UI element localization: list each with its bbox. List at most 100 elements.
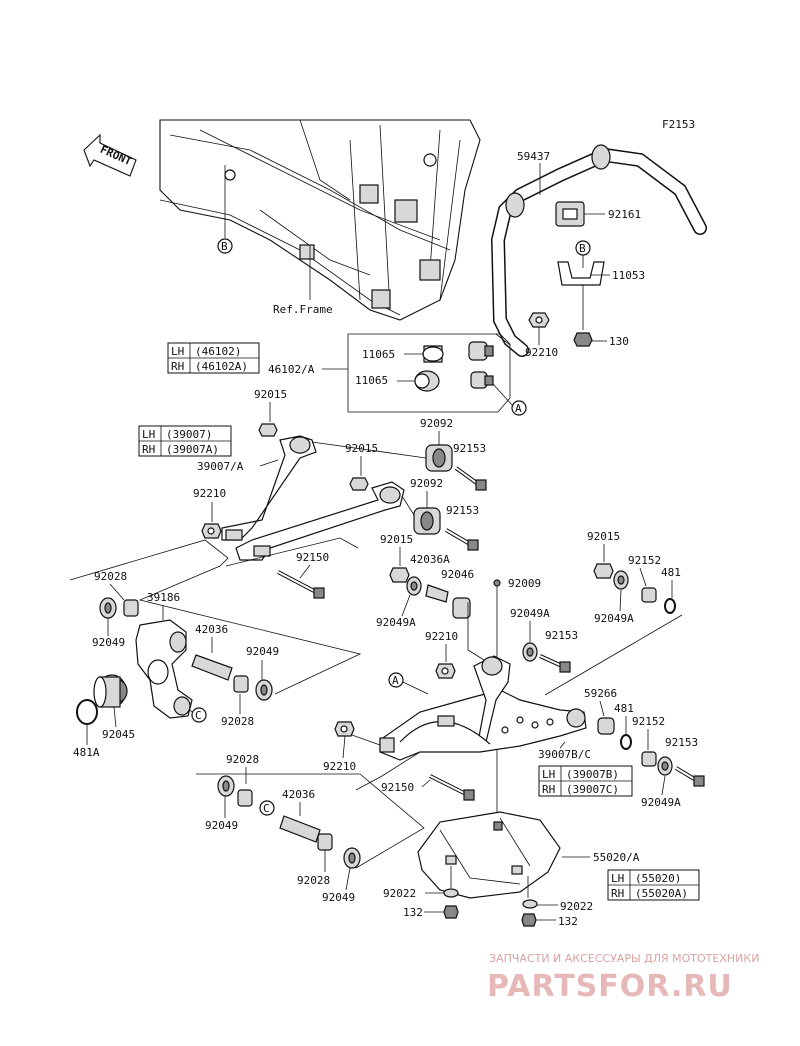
part-39186-knuckle (135, 619, 193, 719)
circle-ref-b-bracket: B (575, 240, 591, 256)
part-92210-nut-bot (334, 721, 355, 737)
part-130-bolt (573, 332, 593, 347)
upper-a-arm (221, 435, 405, 561)
svg-text:LH: LH (171, 345, 184, 358)
part-92153-a: 92153 (453, 442, 486, 455)
circle-ref-c-lower: C (259, 800, 275, 816)
part-92049-d: 92049 (322, 891, 355, 904)
part-481-circlip-b (620, 734, 632, 750)
part-92049A-washer-b (613, 570, 629, 590)
svg-text:LH: LH (142, 428, 155, 441)
part-92015-a: 92015 (254, 388, 287, 401)
part-92009: 92009 (508, 577, 541, 590)
part-92049-a: 92049 (92, 636, 125, 649)
watermark-tagline: ЗАПЧАСТИ И АКСЕССУАРЫ ДЛЯ МОТОТЕХНИКИ (489, 952, 759, 965)
svg-text:RH: RH (542, 783, 555, 796)
svg-text:(39007): (39007) (166, 428, 212, 441)
part-130: 130 (609, 335, 629, 348)
side-table-39007BC: LH (39007B) RH (39007C) (538, 765, 633, 797)
part-92028-d: 92028 (297, 874, 330, 887)
part-92009-screw (493, 579, 501, 587)
part-92150-bolt-a (277, 570, 325, 599)
part-92153-c: 92153 (545, 629, 578, 642)
part-92150-bolt-b (429, 774, 475, 801)
skid-plate (417, 811, 561, 899)
svg-text:(39007C): (39007C) (566, 783, 619, 796)
part-92046: 92046 (441, 568, 474, 581)
vehicle-frame (159, 119, 481, 321)
part-132-bolt-a (443, 905, 459, 919)
part-92152-b: 92152 (632, 715, 665, 728)
svg-text:B: B (579, 242, 586, 255)
part-92049A-a: 92049A (376, 616, 416, 629)
part-11053: 11053 (612, 269, 645, 282)
part-92046-bushing (452, 597, 471, 619)
part-92092-bushing-a (425, 444, 453, 472)
part-92015-nut-a (258, 423, 278, 437)
svg-text:LH: LH (611, 872, 624, 885)
part-92022-b: 92022 (560, 900, 593, 913)
part-92153-bolt-b (444, 528, 479, 551)
svg-text:(46102A): (46102A) (195, 360, 248, 373)
part-92210-low: 92210 (425, 630, 458, 643)
part-39007BC: 39007B/C (538, 748, 591, 761)
part-92045: 92045 (102, 728, 135, 741)
part-92045-bearing (93, 674, 128, 708)
part-92015-nut-d (593, 563, 614, 579)
part-92028-b: 92028 (221, 715, 254, 728)
part-92028-collar-d (317, 833, 333, 851)
part-92152-collar-b (641, 751, 657, 767)
part-92049A-washer-d (657, 756, 673, 776)
part-481A: 481A (73, 746, 100, 759)
part-92049-washer-d (343, 847, 361, 869)
part-92152-a: 92152 (628, 554, 661, 567)
svg-text:B: B (221, 240, 228, 253)
svg-text:(55020A): (55020A) (635, 887, 688, 900)
svg-text:LH: LH (542, 768, 555, 781)
svg-text:A: A (392, 674, 399, 687)
svg-text:A: A (515, 402, 522, 415)
svg-text:RH: RH (142, 443, 155, 456)
part-42036A-pin (425, 584, 449, 603)
part-59266-bushing (597, 717, 615, 735)
part-92028-c: 92028 (226, 753, 259, 766)
part-42036A: 42036A (410, 553, 450, 566)
part-92015-nut-b (349, 477, 369, 491)
part-132-bolt-b (521, 913, 537, 927)
link-assembly-box (347, 333, 511, 413)
part-92028-collar-c (237, 789, 253, 807)
part-92150-a: 92150 (296, 551, 329, 564)
svg-text:C: C (263, 802, 270, 815)
part-92049-washer-c (217, 775, 235, 797)
svg-text:(55020): (55020) (635, 872, 681, 885)
circle-ref-a-link: A (511, 400, 527, 416)
part-92210-top: 92210 (525, 346, 558, 359)
part-39007A: 39007/A (197, 460, 244, 473)
part-92152-collar-a (641, 587, 657, 603)
stabilizer-bar (490, 144, 707, 357)
part-92210-nut-mid (201, 523, 222, 539)
side-table-39007: LH (39007) RH (39007A) (138, 425, 232, 457)
part-92049-washer-b (255, 679, 273, 701)
part-92161: 92161 (608, 208, 641, 221)
part-55020A: 55020/A (593, 851, 640, 864)
part-92092-b: 92092 (410, 477, 443, 490)
side-table-46102: LH (46102) RH (46102A) (167, 342, 260, 374)
circle-ref-a-lower: A (388, 672, 404, 688)
part-11065-b: 11065 (355, 374, 388, 387)
part-92153-bolt-c (539, 654, 571, 673)
part-92153-b: 92153 (446, 504, 479, 517)
svg-text:(39007B): (39007B) (566, 768, 619, 781)
part-92028-collar-b (233, 675, 249, 693)
part-11065-lower (414, 370, 440, 392)
figure-code: F2153 (662, 118, 695, 131)
part-132-b: 132 (558, 915, 578, 928)
svg-text:(46102): (46102) (195, 345, 241, 358)
part-132-a: 132 (403, 906, 423, 919)
part-92210-mid: 92210 (193, 487, 226, 500)
part-92049A-washer-a (406, 576, 422, 596)
part-92210-nut-top (528, 312, 550, 328)
part-92028-a: 92028 (94, 570, 127, 583)
part-92049A-b: 92049A (594, 612, 634, 625)
